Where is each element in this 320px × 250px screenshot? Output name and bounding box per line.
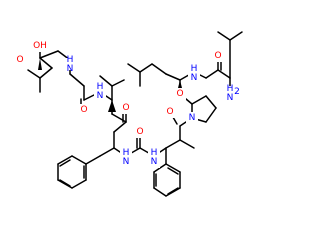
phenylalanine-1-carbonyl-oxygen-label: O bbox=[136, 127, 143, 137]
leucine-2-amide-hydrogen-label: H bbox=[191, 64, 198, 74]
atom-labels: OH O O O O O O O H N H N H N H N N H N H bbox=[14, 40, 242, 168]
leucine-amide-nitrogen-label: N bbox=[67, 64, 74, 74]
peptide-structure-diagram: OH O O O O O O O H N H N H N H N N H N H bbox=[14, 31, 243, 197]
terminal-amine-nitrogen-label: N bbox=[227, 93, 234, 103]
terminal-amine-hydrogen-label: H bbox=[227, 84, 234, 94]
proline-carbonyl-oxygen-label: O bbox=[176, 89, 183, 99]
hydroxyl-label: OH bbox=[33, 41, 47, 51]
phenylalanine-1-amide-nitrogen-label: N bbox=[123, 157, 130, 167]
leucine-carbonyl-oxygen-label: O bbox=[80, 105, 87, 115]
acid-carbonyl-oxygen-label: O bbox=[16, 55, 23, 65]
bond-skeleton bbox=[27, 31, 243, 197]
valine-amide-nitrogen-label: N bbox=[97, 91, 104, 101]
phenylalanine-2-amide-nitrogen-label: N bbox=[151, 157, 158, 167]
leucine-2-amide-nitrogen-label: N bbox=[191, 73, 198, 83]
leucine-amide-hydrogen-label: H bbox=[67, 55, 74, 65]
valine-carbonyl-oxygen-label: O bbox=[122, 103, 129, 113]
terminal-amine-subscript-label: 2 bbox=[234, 87, 240, 97]
phenylalanine-2-amide-hydrogen-label: H bbox=[151, 148, 158, 158]
phenylalanine-2-carbonyl-oxygen-label: O bbox=[166, 107, 173, 117]
phenylalanine-1-amide-hydrogen-label: H bbox=[123, 148, 130, 158]
valine-amide-hydrogen-label: H bbox=[97, 82, 104, 92]
proline-nitrogen-label: N bbox=[189, 113, 196, 123]
leucine-2-carbonyl-oxygen-label: O bbox=[214, 51, 221, 61]
